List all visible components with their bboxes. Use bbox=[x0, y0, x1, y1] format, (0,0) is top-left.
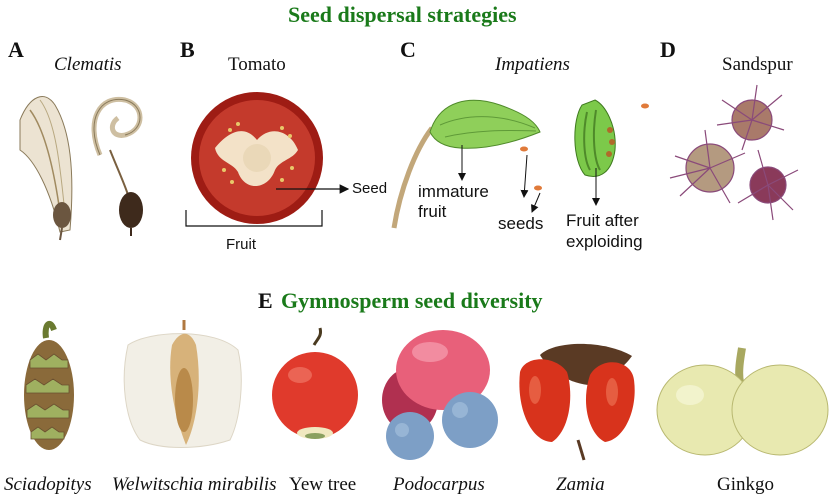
welwitschia-image bbox=[123, 320, 242, 448]
tomato-image bbox=[185, 92, 350, 227]
after-label-line1: Fruit after bbox=[566, 211, 639, 230]
yew-image bbox=[272, 327, 358, 439]
dispersal-title: Seed dispersal strategies bbox=[288, 2, 517, 27]
immature-label-line1: immature bbox=[418, 182, 489, 201]
panel-d-name: Sandspur bbox=[722, 54, 793, 75]
panel-e-letter: E bbox=[258, 288, 273, 313]
caption-sciadopitys: Sciadopitys bbox=[4, 474, 92, 495]
caption-yew: Yew tree bbox=[289, 474, 357, 495]
panel-b-name: Tomato bbox=[228, 54, 286, 75]
panel-b-letter: B bbox=[180, 37, 195, 62]
panel-a-name: Clematis bbox=[54, 54, 122, 75]
caption-podocarpus: Podocarpus bbox=[393, 474, 485, 495]
clematis-image bbox=[19, 96, 143, 241]
panel-c-name: Impatiens bbox=[495, 54, 570, 75]
seed-label: Seed bbox=[352, 180, 388, 197]
impatiens-image bbox=[391, 99, 649, 229]
panel-a-letter: A bbox=[8, 37, 24, 62]
sciadopitys-image bbox=[24, 320, 74, 450]
panel-d-letter: D bbox=[660, 37, 676, 62]
sandspur-image bbox=[669, 84, 799, 221]
caption-zamia: Zamia bbox=[556, 474, 605, 495]
caption-ginkgo: Ginkgo bbox=[717, 474, 774, 495]
zamia-image bbox=[519, 343, 635, 461]
caption-welwitschia: Welwitschia mirabilis bbox=[112, 474, 277, 495]
panel-c-letter: C bbox=[400, 37, 416, 62]
podocarpus-image bbox=[382, 330, 498, 460]
after-label-line2: exploiding bbox=[566, 232, 643, 251]
fruit-label: Fruit bbox=[226, 236, 256, 253]
gymnosperm-title: Gymnosperm seed diversity bbox=[281, 288, 543, 313]
immature-label-line2: fruit bbox=[418, 202, 447, 221]
seeds-label: seeds bbox=[498, 214, 544, 233]
ginkgo-image bbox=[656, 347, 829, 456]
